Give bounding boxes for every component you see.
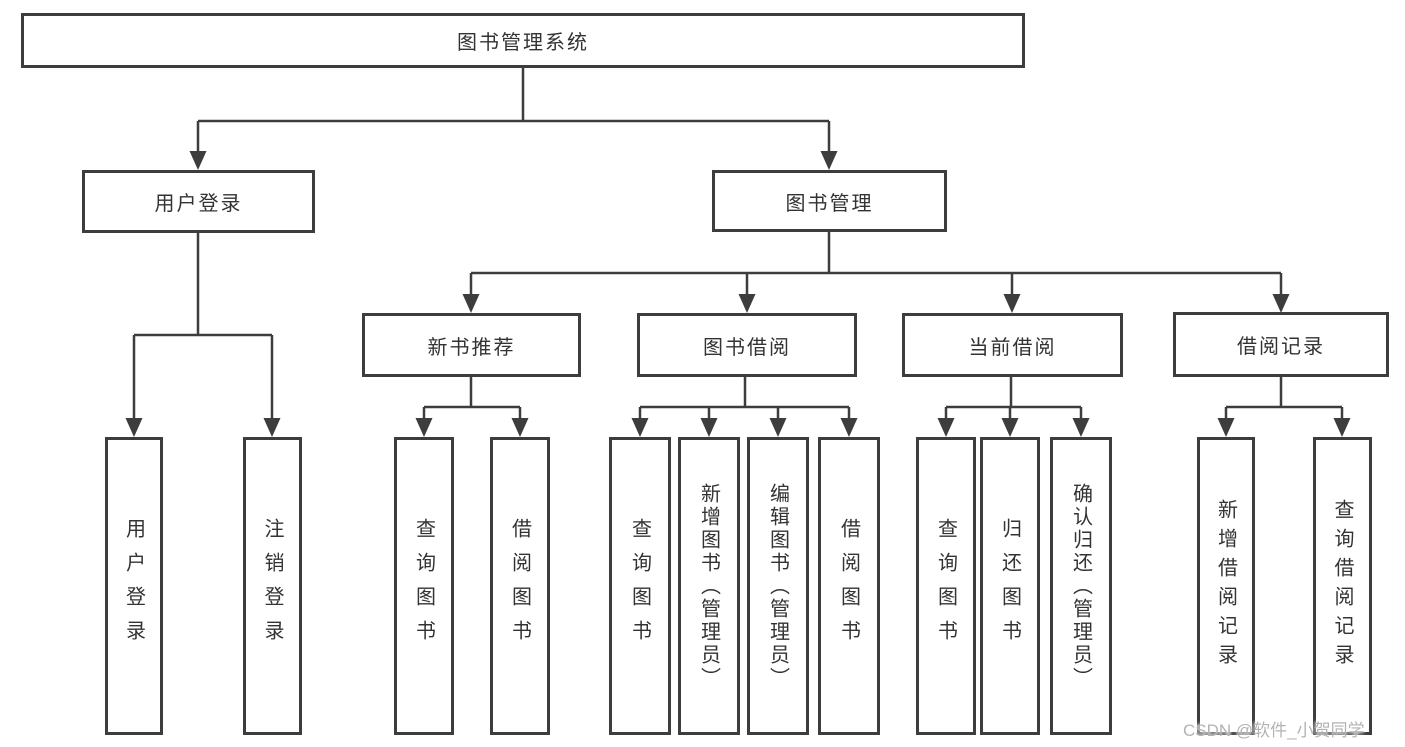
leaf-label: 新增图书（管理员）: [697, 482, 720, 690]
leaf-borrow-books: 借阅图书: [818, 437, 880, 735]
leaf-confirm-return-admin: 确认归还（管理员）: [1050, 437, 1112, 735]
leaf-query-books-borrowing: 查询图书: [609, 437, 671, 735]
leaf-user-login: 用户登录: [105, 437, 163, 735]
leaf-label: 新增借阅记录: [1214, 499, 1237, 673]
leaf-query-books-recommend: 查询图书: [394, 437, 454, 735]
leaf-query-books-current: 查询图书: [916, 437, 976, 735]
node-user-login: 用户登录: [82, 170, 315, 233]
leaf-label: 用户登录: [122, 518, 145, 654]
node-borrowing-records: 借阅记录: [1173, 312, 1389, 377]
leaf-label: 归还图书: [998, 518, 1021, 654]
csdn-watermark: CSDN @软件_小贺同学: [1183, 721, 1365, 740]
node-label: 图书管理: [785, 192, 874, 215]
node-current-borrowing: 当前借阅: [902, 313, 1123, 377]
leaf-label: 编辑图书（管理员）: [766, 482, 789, 690]
leaf-label: 注销登录: [261, 518, 283, 654]
node-book-borrowing: 图书借阅: [637, 313, 857, 377]
node-book-management: 图书管理: [712, 170, 947, 232]
leaf-label: 借阅图书: [837, 518, 860, 654]
leaf-label: 借阅图书: [508, 518, 531, 654]
node-label: 用户登录: [154, 193, 243, 215]
leaf-query-borrow-record: 查询借阅记录: [1313, 437, 1372, 735]
leaf-borrow-books-recommend: 借阅图书: [490, 437, 550, 735]
node-library-management-system: 图书管理系统: [21, 13, 1025, 68]
leaf-label: 查询图书: [412, 518, 435, 654]
leaf-add-books-admin: 新增图书（管理员）: [678, 437, 740, 735]
node-label: 当前借阅: [968, 336, 1057, 359]
leaf-label: 查询图书: [934, 518, 957, 654]
arrowheads: [125, 151, 1351, 437]
leaf-return-books: 归还图书: [980, 437, 1040, 735]
node-label: 借阅记录: [1237, 336, 1325, 358]
node-label: 图书借阅: [703, 336, 791, 359]
leaf-label: 查询借阅记录: [1331, 499, 1353, 673]
leaf-label: 查询图书: [628, 518, 651, 654]
node-label: 新书推荐: [427, 336, 516, 359]
leaf-add-borrow-record: 新增借阅记录: [1197, 437, 1255, 735]
node-new-book-recommendation: 新书推荐: [362, 313, 581, 377]
leaf-label: 确认归还（管理员）: [1069, 482, 1092, 690]
node-label: 图书管理系统: [457, 32, 589, 54]
leaf-logout: 注销登录: [243, 437, 302, 735]
leaf-edit-books-admin: 编辑图书（管理员）: [747, 437, 809, 735]
